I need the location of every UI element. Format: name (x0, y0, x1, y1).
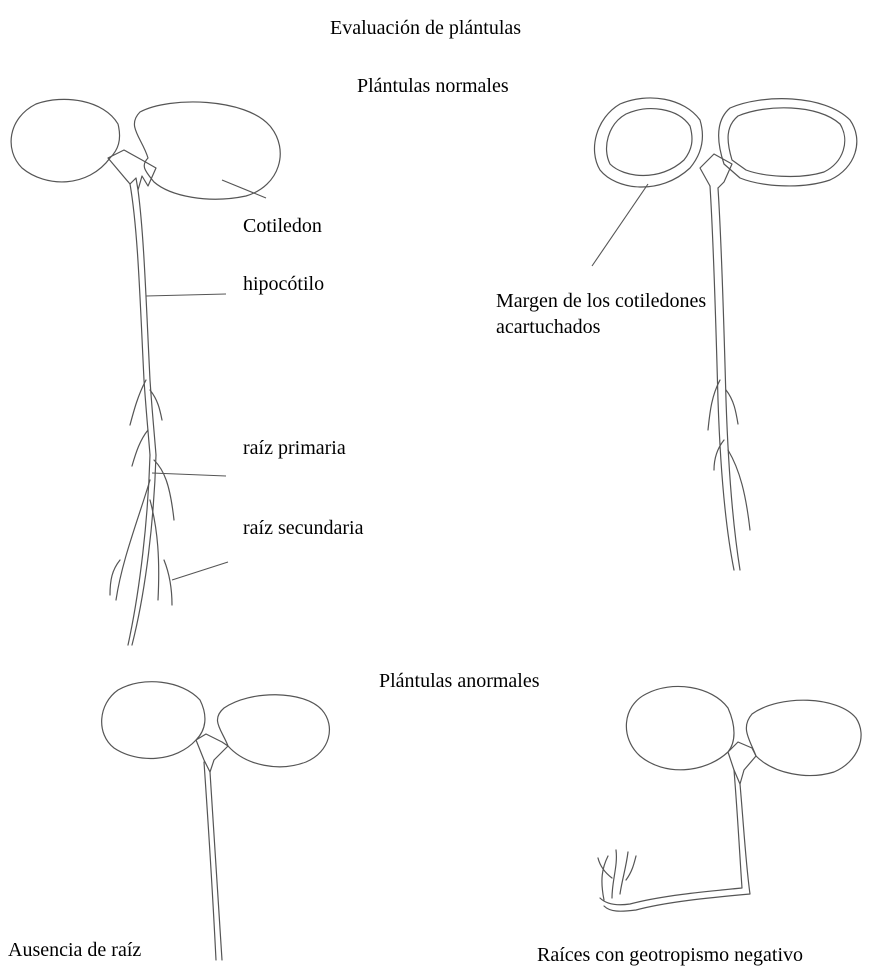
diagram-title: Evaluación de plántulas (330, 16, 521, 40)
cotyledon-left-3 (102, 682, 205, 759)
secondary-roots (110, 380, 174, 605)
cotyledon-left (11, 99, 119, 182)
hypocotyl-right (710, 186, 740, 570)
leader-hipocotilo (146, 294, 226, 296)
hypocotyl-4 (600, 770, 750, 911)
leader-cotiledon (222, 180, 266, 198)
label-cotiledon: Cotiledon (243, 214, 322, 238)
roots-4 (598, 850, 636, 900)
primary-root (128, 455, 156, 645)
cotyledon-right-inner (728, 108, 845, 177)
cotyledon-right-outer (719, 99, 857, 186)
junction-3 (196, 734, 228, 772)
label-margen: Margen de los cotiledones acartuchados (496, 288, 706, 340)
cotyledon-left-4 (626, 686, 734, 769)
leader-raiz-secundaria (172, 562, 228, 580)
hypocotyl-3 (204, 762, 222, 960)
label-ausencia-raiz: Ausencia de raíz (8, 938, 141, 962)
label-raiz-primaria: raíz primaria (243, 436, 346, 460)
cotyledon-right-3 (217, 695, 329, 767)
seedling-abnormal-right (598, 686, 861, 911)
seedling-normal-left (11, 99, 280, 645)
label-raiz-secundaria: raíz secundaria (243, 516, 363, 540)
leader-margen (592, 184, 648, 266)
junction-right (700, 154, 732, 188)
section-abnormal-heading: Plántulas anormales (379, 669, 540, 693)
section-normal-heading: Plántulas normales (357, 74, 509, 98)
cotyledon-left-inner (607, 109, 692, 176)
leader-raiz-primaria (152, 473, 226, 476)
label-margen-line2: acartuchados (496, 314, 706, 340)
label-geotropismo: Raíces con geotropismo negativo (537, 943, 803, 967)
junction-4 (728, 742, 756, 784)
label-hipocotilo: hipocótilo (243, 272, 324, 296)
cotyledon-left-outer (594, 98, 702, 187)
hypocotyl-junction (108, 150, 156, 190)
leader-lines (146, 180, 648, 580)
cotyledon-right-4 (746, 700, 861, 775)
cotyledon-right (134, 102, 280, 199)
label-margen-line1: Margen de los cotiledones (496, 288, 706, 314)
seedling-abnormal-left (102, 682, 330, 960)
